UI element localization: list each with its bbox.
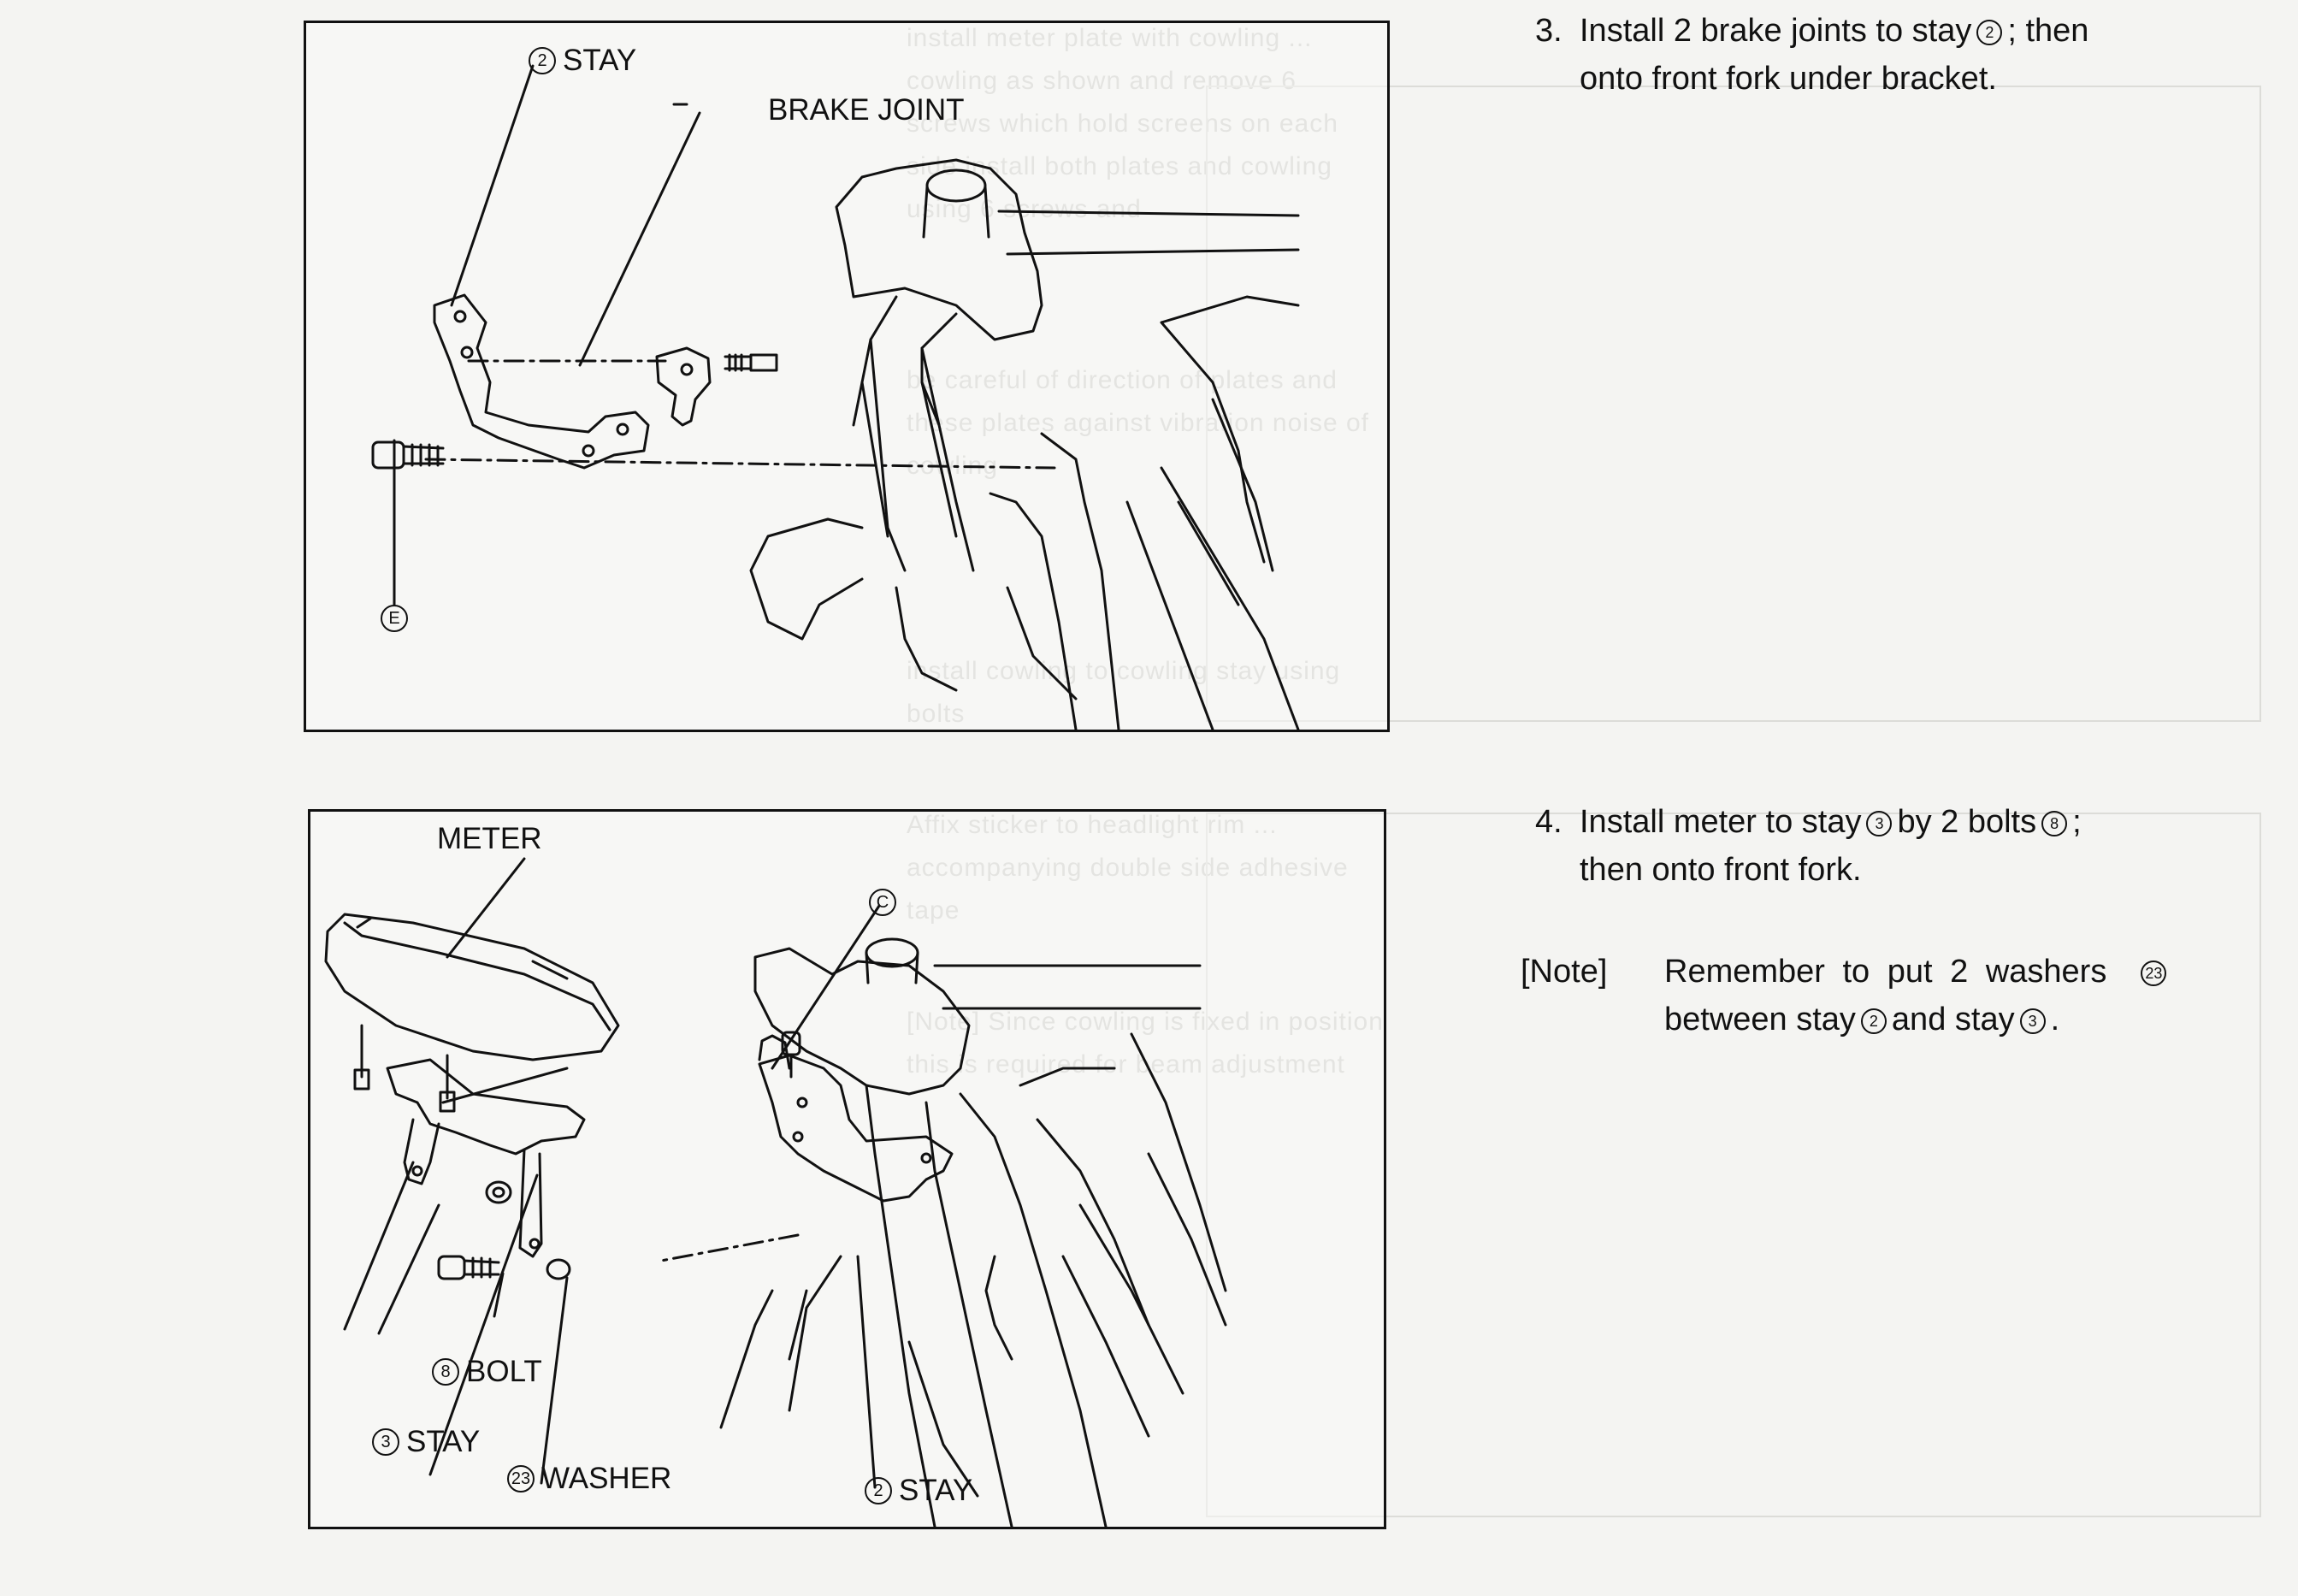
- brake-joint-label: BRAKE JOINT: [768, 93, 965, 127]
- step-4-number: 4.: [1535, 804, 1563, 840]
- meter-leader-line: [446, 857, 526, 959]
- screw: [749, 353, 778, 372]
- stay2-leader-line: [856, 1255, 877, 1489]
- meter-illustration: [324, 857, 1227, 1527]
- note-tag: [Note]: [1521, 954, 1608, 990]
- stay-bracket: [433, 293, 650, 470]
- stay-number-marker: 2: [529, 47, 556, 74]
- c-marker: C: [869, 889, 896, 916]
- stay-leader-line: [450, 64, 535, 307]
- brake-joint-leader-line: [578, 111, 701, 367]
- fork-top-bracket: [835, 158, 1043, 341]
- brake-joint-illustration: [371, 64, 1300, 730]
- step-4-line-2: then onto front fork.: [1580, 852, 1862, 888]
- stay3-label: 3 STAY: [372, 1425, 480, 1459]
- washer-23: [485, 1180, 512, 1204]
- bolt-number-marker: 8: [432, 1358, 459, 1386]
- c-leader-line: [771, 904, 881, 1070]
- meter-diagram: METER C 8 BOLT 3 STAY 23 WASHER 2 STAY: [308, 809, 1386, 1529]
- fork-tubes: [865, 1084, 1013, 1527]
- washer-number-marker: 23: [507, 1465, 535, 1493]
- e-marker: E: [381, 605, 408, 632]
- stay2-number-marker: 2: [865, 1477, 892, 1504]
- brake-joint-diagram: 2 STAY BRAKE JOINT E: [304, 21, 1390, 732]
- stay-label-text: STAY: [563, 44, 637, 77]
- stay-label: 2 STAY: [529, 44, 636, 78]
- washer-leader-line: [540, 1276, 569, 1485]
- fork-top-bracket: [753, 947, 971, 1096]
- meter-label: METER: [437, 822, 542, 855]
- stay3-number-marker: 3: [372, 1428, 399, 1456]
- meter-body: [324, 913, 620, 1061]
- step-3-number: 3.: [1535, 13, 1563, 49]
- bolt-8: [437, 1255, 466, 1280]
- step-3-line-2: onto front fork under bracket.: [1580, 61, 1997, 97]
- stay3-bracket: [386, 1058, 586, 1156]
- washer-label: 23 WASHER: [507, 1462, 671, 1496]
- bolt-label: 8 BOLT: [432, 1355, 542, 1389]
- bolt-e: [371, 440, 405, 470]
- stay2-label: 2 STAY: [865, 1474, 972, 1508]
- stay3-leader-line: [343, 1161, 415, 1331]
- bolt-leader-line: [428, 1173, 539, 1476]
- brake-joint: [655, 346, 712, 427]
